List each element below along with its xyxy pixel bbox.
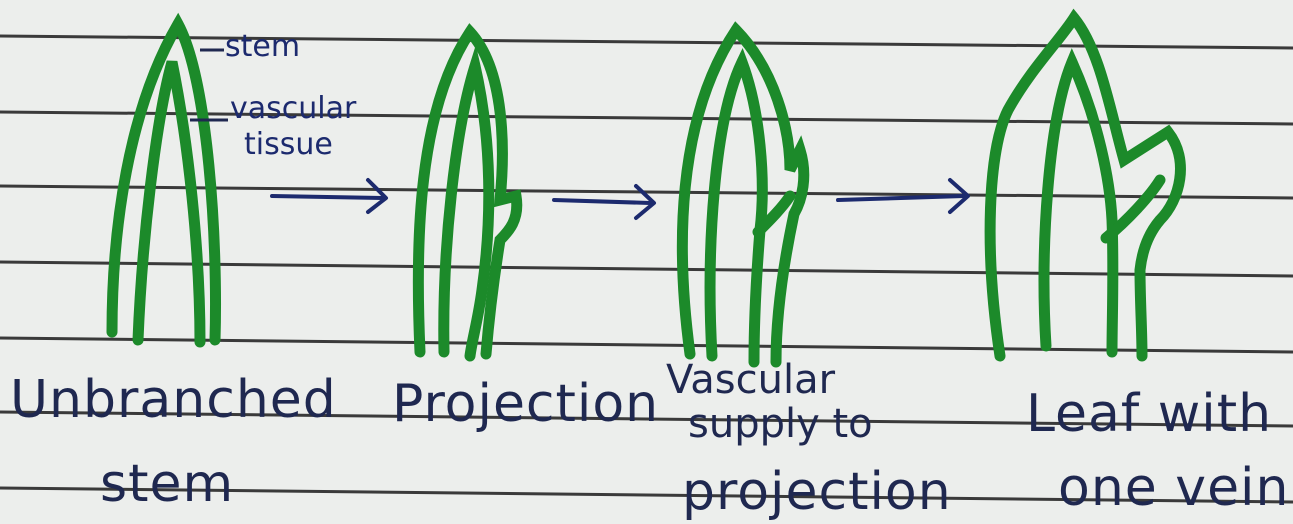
stem-annotation: stem <box>225 32 300 62</box>
vascular-annotation-line2: tissue <box>244 130 333 160</box>
stage-4-caption-line1: Leaf with <box>1026 388 1272 440</box>
stage-1-caption-line2: stem <box>100 458 234 510</box>
stage-3-caption-line1: Vascular <box>666 360 835 400</box>
stage-3-vascular-supply-drawing <box>682 30 803 362</box>
stage-4-caption-line2: one vein <box>1058 462 1289 514</box>
stage-3-caption-line3: projection <box>682 466 952 518</box>
vascular-tissue <box>710 62 762 362</box>
vascular-tissue <box>1044 62 1113 352</box>
stage-2-projection-drawing <box>418 32 517 356</box>
arrow-1 <box>272 180 386 212</box>
stage-2-caption-line1: Projection <box>392 378 659 430</box>
stage-4-leaf-drawing <box>990 18 1180 356</box>
stage-1-unbranched-stem-drawing <box>112 24 216 342</box>
stage-1-caption-line1: Unbranched <box>10 374 337 426</box>
stage-3-caption-line2: supply to <box>688 404 873 444</box>
arrows <box>272 180 968 218</box>
vascular-annotation-line1: vascular <box>230 94 356 124</box>
vascular-tissue <box>444 66 489 356</box>
arrow-3 <box>838 180 968 212</box>
